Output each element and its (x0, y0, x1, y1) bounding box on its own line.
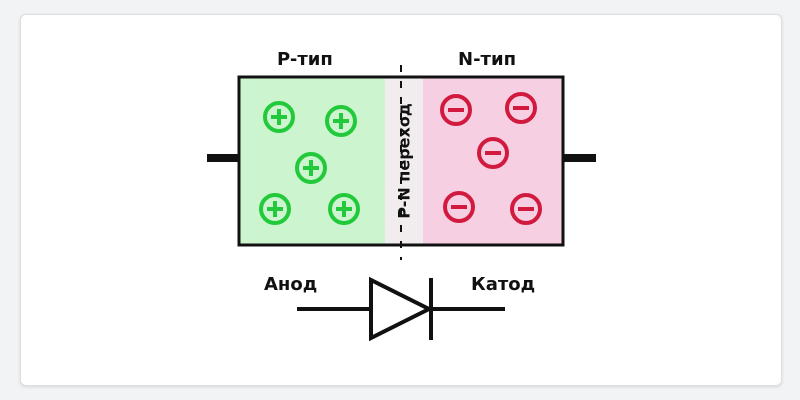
positive-charge-icon (328, 193, 360, 225)
cathode-label: Катод (471, 274, 536, 295)
diode-diagram (207, 65, 596, 342)
positive-charge-icon (295, 152, 327, 184)
n-type-label: N-тип (458, 49, 517, 70)
diode-symbol-icon (297, 276, 505, 342)
negative-charge-icon (477, 137, 509, 169)
junction-region (385, 77, 423, 245)
diagram-card: P-тип N-тип P-N переход Анод Катод (20, 14, 782, 386)
negative-charge-icon (510, 193, 542, 225)
left-lead (207, 154, 239, 162)
negative-charges (440, 92, 542, 225)
negative-charge-icon (443, 191, 475, 223)
right-lead (563, 154, 596, 162)
p-type-label: P-тип (277, 49, 333, 70)
positive-charge-icon (259, 193, 291, 225)
negative-charge-icon (505, 92, 537, 124)
positive-charge-icon (263, 101, 295, 133)
junction-label: P-N переход (394, 103, 414, 219)
positive-charge-icon (325, 105, 357, 137)
positive-charges (259, 101, 360, 225)
diode-triangle (369, 276, 434, 342)
anode-label: Анод (264, 274, 318, 295)
negative-charge-icon (440, 94, 472, 126)
